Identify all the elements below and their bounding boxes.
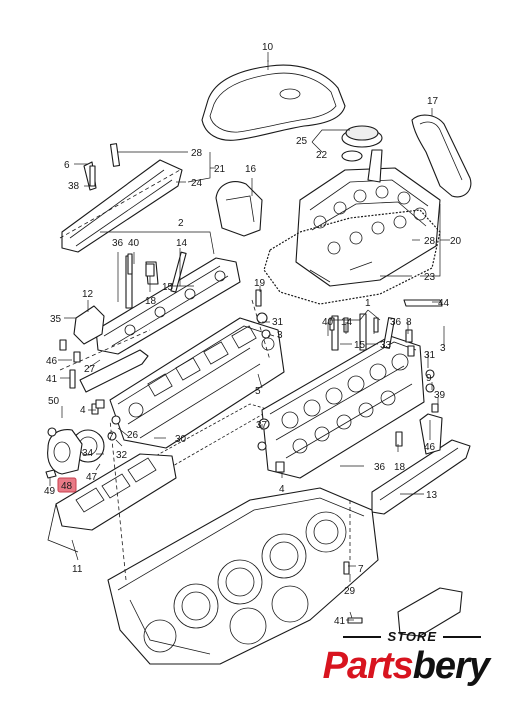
callout-41: 41	[46, 374, 58, 385]
callout-40: 40	[128, 238, 140, 249]
brand-store-text: STORE	[343, 629, 481, 644]
callout-14: 14	[176, 238, 188, 249]
oil-filler-cap	[341, 125, 383, 162]
callout-48: 48	[61, 481, 73, 492]
callout-50: 50	[48, 396, 60, 407]
partsbery-logo: STORE Partsbery	[309, 625, 490, 705]
highlight-box	[57, 477, 77, 493]
oil-pan-part	[397, 587, 463, 637]
chain-guide-left	[79, 349, 149, 393]
thermostat-housing	[45, 427, 105, 479]
callout-8: 8	[406, 317, 412, 328]
callout-16: 16	[245, 164, 257, 175]
callout-47: 47	[86, 472, 98, 483]
valve-cover	[295, 149, 441, 287]
callout-18-right: 18	[394, 462, 406, 473]
brand-name-parts: Parts	[322, 645, 414, 687]
callout-9: 9	[426, 373, 432, 384]
callout-7: 7	[108, 432, 114, 443]
callout-17: 17	[427, 96, 439, 107]
callout-15-right: 15	[354, 340, 366, 351]
valve-cover-gasket	[201, 60, 346, 141]
callout-1: 1	[365, 298, 371, 309]
callout-7-lower: 7	[358, 564, 364, 575]
callout-37: 37	[256, 420, 268, 431]
callout-2: 2	[178, 218, 184, 229]
callout-27: 27	[84, 364, 96, 375]
callout-21: 21	[214, 164, 226, 175]
callout-36-right: 36	[390, 317, 402, 328]
cylinder-head-right	[261, 313, 425, 479]
callout-31: 31	[272, 317, 284, 328]
callout-26: 26	[127, 430, 139, 441]
leader-lines	[49, 52, 450, 621]
callout-34: 34	[82, 448, 94, 459]
callout-46: 46	[46, 356, 58, 367]
callout-33: 33	[380, 340, 392, 351]
callout-28: 28	[191, 148, 203, 159]
callout-labels: 10 17 25 22 6 38 28 21 24 16 2 36 40 14 …	[44, 42, 462, 627]
callout-23: 23	[424, 272, 436, 283]
callout-36: 36	[112, 238, 124, 249]
callout-28-right: 28	[424, 236, 436, 247]
chain-guide-right	[371, 439, 471, 515]
callout-6: 6	[64, 160, 70, 171]
callout-12: 12	[82, 289, 94, 300]
guide-rail-right	[419, 413, 443, 455]
callout-38: 38	[68, 181, 80, 192]
callout-30: 30	[175, 434, 187, 445]
callout-36-lower: 36	[374, 462, 386, 473]
callout-3-right: 3	[440, 343, 446, 354]
callout-14-right: 14	[341, 317, 353, 328]
callout-15: 15	[162, 282, 174, 293]
callout-4-lower: 4	[279, 484, 285, 495]
callout-25: 25	[296, 136, 308, 147]
callout-46-right: 46	[424, 442, 436, 453]
callout-49: 49	[44, 486, 56, 497]
callout-19: 19	[254, 278, 266, 289]
callout-4: 4	[80, 405, 86, 416]
engine-block	[107, 419, 379, 665]
callout-31-right: 31	[424, 350, 436, 361]
callout-29: 29	[344, 586, 356, 597]
callout-20: 20	[450, 236, 462, 247]
callout-11: 11	[72, 564, 83, 575]
brand-name: Partsbery	[322, 645, 490, 688]
callout-44: 44	[438, 298, 450, 309]
brand-name-bery: bery	[412, 645, 490, 687]
fasteners	[59, 165, 439, 624]
cylinder-head-left	[109, 299, 285, 449]
callout-35: 35	[50, 314, 62, 325]
callout-13: 13	[426, 490, 438, 501]
callout-41-lower: 41	[334, 616, 346, 627]
callout-10: 10	[262, 42, 274, 53]
callout-32: 32	[116, 450, 128, 461]
intake-manifold-gasket	[47, 453, 177, 553]
callout-39: 39	[434, 390, 446, 401]
mounting-bracket	[73, 305, 105, 345]
callout-40-right: 40	[322, 317, 334, 328]
callout-24: 24	[191, 178, 203, 189]
valve-cover-seal	[263, 209, 441, 305]
breather-hose	[411, 114, 472, 198]
camshaft-cover-left	[59, 143, 183, 253]
callout-22: 22	[316, 150, 328, 161]
callout-18: 18	[145, 296, 157, 307]
callout-3: 3	[277, 330, 283, 341]
callout-5: 5	[255, 386, 261, 397]
timing-cover-upper	[215, 181, 263, 237]
